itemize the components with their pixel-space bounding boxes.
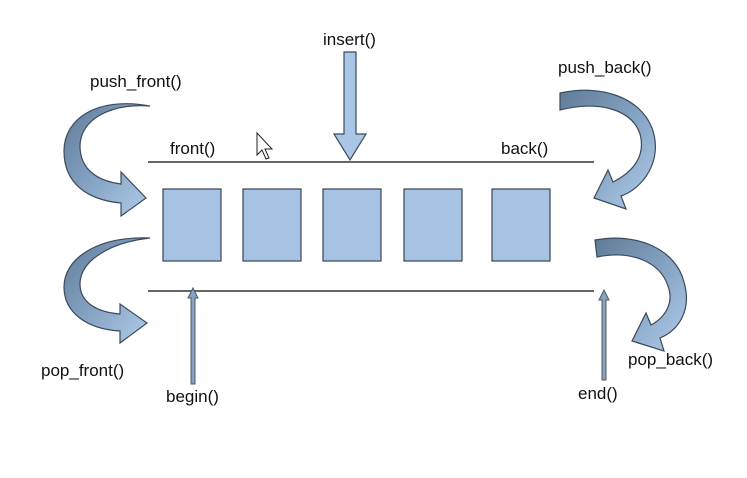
pop-back-label: pop_back()	[628, 350, 714, 369]
begin-arrow-icon	[187, 286, 199, 385]
deque-element-5	[491, 188, 551, 262]
insert-label: insert()	[323, 30, 376, 49]
deque-element-2	[242, 188, 302, 262]
pop-front-label: pop_front()	[41, 361, 125, 380]
insert-arrow-icon	[332, 51, 368, 162]
deque-element-1	[162, 188, 222, 262]
end-arrow-icon	[598, 288, 610, 381]
push-front-label: push_front()	[90, 72, 182, 91]
pop-back-arrow-icon	[594, 237, 687, 352]
deque-elements	[162, 188, 551, 262]
end-label: end()	[578, 384, 618, 403]
mouse-cursor-icon	[256, 131, 274, 160]
begin-label: begin()	[166, 387, 219, 406]
push-back-label: push_back()	[558, 58, 652, 77]
deque-element-4	[403, 188, 463, 262]
deque-element-3	[322, 188, 382, 262]
pop-front-arrow-icon	[63, 237, 151, 345]
front-label: front()	[170, 139, 216, 158]
back-label: back()	[501, 139, 549, 158]
push-front-arrow-icon	[63, 103, 151, 218]
push-back-arrow-icon	[559, 89, 656, 210]
